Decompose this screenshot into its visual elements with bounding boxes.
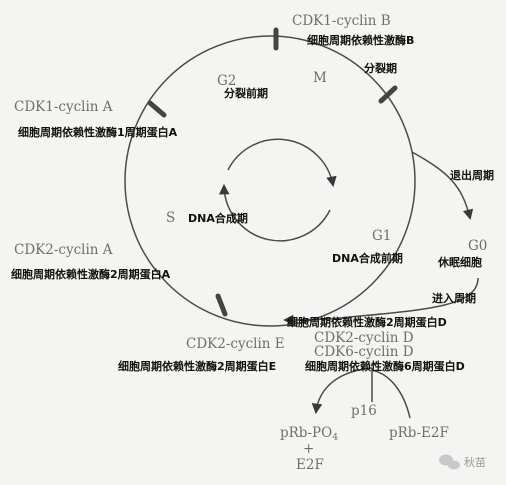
e2f-label: E2F (296, 457, 324, 473)
watermark: 秋苗 (439, 454, 486, 470)
g1-phase-label: G1 (372, 228, 391, 244)
exit-cycle-arrow (411, 151, 474, 221)
g0-phase-cn: 休眠细胞 (437, 255, 482, 269)
g2-phase-cn: 分裂前期 (224, 86, 268, 100)
m-phase-label: M (313, 70, 327, 86)
prb-po4-label: pRb-PO4 (280, 425, 338, 443)
inner-cycle-arc-bottom (218, 183, 331, 242)
m-phase-cn: 分裂期 (364, 61, 397, 75)
enter-cycle-cn: 进入周期 (432, 291, 476, 305)
prb-po4-subscript: 4 (332, 432, 338, 443)
cdk2-cyclin-d-label: CDK2-cyclin D (314, 330, 414, 346)
cdk2-cyclin-a-label: CDK2-cyclin A (14, 242, 113, 258)
s-phase-cn: DNA合成期 (188, 211, 248, 225)
cdk1-cyclin-a-cn: 细胞周期依赖性激酶1周期蛋白A (18, 125, 178, 139)
prb-e2f-label: pRb-E2F (389, 425, 449, 441)
cdk2-cyclin-e-cn: 细胞周期依赖性激酶2周期蛋白E (118, 359, 276, 373)
cdk1-cyclin-b-cn: 细胞周期依赖性激酶B (307, 33, 414, 47)
cdk6-cyclin-d-cn: 细胞周期依赖性激酶6周期蛋白D (305, 359, 465, 373)
cdk1-cyclin-b-label: CDK1-cyclin B (292, 13, 391, 29)
cdk1-cyclin-a-label: CDK1-cyclin A (14, 99, 113, 115)
cdk2-cyclin-a-cn: 细胞周期依赖性激酶2周期蛋白A (11, 267, 171, 281)
exit-cycle-cn: 退出周期 (450, 168, 494, 182)
cdk6-cyclin-d-label: CDK6-cyclin D (314, 344, 414, 360)
cdk2-cyclin-e-label: CDK2-cyclin E (186, 336, 285, 352)
watermark-text: 秋苗 (464, 455, 486, 469)
pathway-from-prb-e2f (371, 369, 411, 419)
cdk2-cyclin-d-cn: 细胞周期依赖性激酶2周期蛋白D (287, 315, 447, 329)
wechat-icon (439, 454, 460, 470)
outer-cycle-ring (124, 35, 416, 327)
inner-cycle-arc-top (227, 138, 337, 188)
g2-phase-label: G2 (217, 73, 236, 89)
marker-cdk2-cyclin-e (215, 293, 228, 317)
g1-phase-cn: DNA合成前期 (332, 251, 403, 265)
marker-m-phase (378, 85, 398, 104)
enter-cycle-arrow (282, 277, 479, 326)
marker-cdk1-cyclin-a (147, 100, 167, 118)
p16-label: p16 (351, 403, 377, 419)
plus-label: + (303, 441, 314, 457)
g0-phase-label: G0 (468, 238, 487, 254)
s-phase-label: S (166, 210, 175, 226)
pathway-to-prb-po4 (311, 367, 373, 415)
